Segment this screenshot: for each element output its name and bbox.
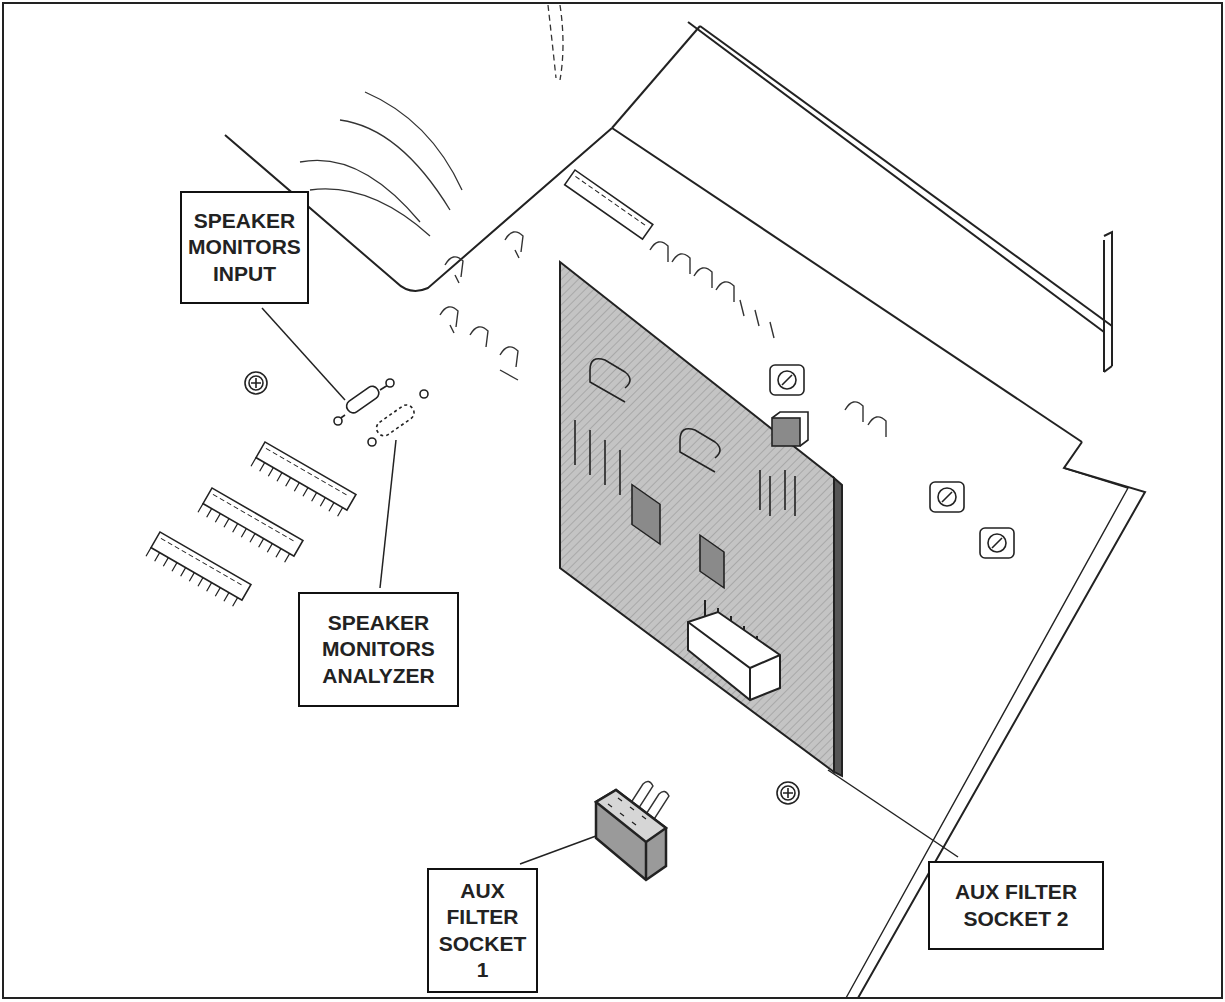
ic-chip-part-part: [151, 532, 251, 600]
frame: [3, 3, 1222, 998]
screw-part: [245, 372, 267, 394]
trimmer-pot-part: [988, 534, 1006, 552]
daughter-card-part: [834, 478, 842, 776]
card-components-part: [632, 485, 660, 545]
socket-1: [596, 790, 666, 880]
callout-box: SPEAKER MONITORS ANALYZER: [298, 592, 459, 707]
socket-2-part: [688, 622, 780, 700]
trimmer-pot-part: [770, 365, 804, 395]
trimmer-pot-part: [782, 375, 792, 385]
ic-chip-part-part: [256, 442, 356, 510]
ic-chip-part-part: [213, 494, 296, 542]
ic-chip-part-part: [565, 170, 653, 239]
leader-line-part: [380, 440, 396, 588]
card-components-part: [760, 470, 795, 516]
ic-chip-part: [565, 170, 653, 239]
speaker-outline: [300, 5, 563, 236]
small-components-part: [500, 347, 518, 380]
speaker-outline-part: [340, 120, 450, 210]
callout-label: SPEAKER MONITORS ANALYZER: [306, 610, 451, 689]
speaker-outline-part: [365, 92, 462, 190]
socket-2: [688, 600, 780, 700]
leader-line-part: [262, 308, 345, 400]
speaker-outline-part: [548, 5, 556, 78]
chassis-wall-part: [1103, 240, 1105, 332]
small-components-part: [505, 232, 523, 258]
board-outline-part: [858, 442, 1145, 998]
small-components-part: [740, 300, 774, 338]
chassis-wall-part: [1104, 366, 1112, 372]
speaker-outline-part: [310, 189, 430, 236]
ic-chip-part-part: [203, 488, 303, 556]
analyzer-resistor-part: [374, 402, 417, 438]
small-components-part: [845, 402, 886, 437]
board-outline-part: [846, 468, 1128, 998]
chassis-wall-part: [1111, 326, 1113, 366]
ic-chip-part-part: [575, 176, 645, 225]
daughter-card-part: [560, 262, 834, 772]
trimmer-pot-part: [992, 538, 1002, 548]
analyzer-resistor: [368, 390, 428, 446]
screw-part: [783, 788, 793, 798]
socket-2-part: [688, 612, 780, 700]
small-components: [440, 232, 886, 827]
trimmer-pot-part: [778, 371, 796, 389]
screw-part: [251, 378, 261, 388]
leader-line: [262, 308, 958, 864]
small-components-part: [445, 257, 463, 283]
leader-line-part: [520, 836, 596, 864]
ic-chip-part: [198, 488, 303, 565]
input-resistor-part: [386, 379, 394, 387]
callout-box: SPEAKER MONITORS INPUT: [180, 191, 309, 304]
card-components-part: [680, 429, 720, 472]
chassis-wall-part: [1104, 232, 1112, 326]
speaker-outline-part: [300, 160, 420, 222]
ic-chip-part: [251, 442, 356, 519]
card-components-part: [700, 535, 724, 588]
small-components-part: [440, 307, 458, 333]
analyzer-resistor-part: [420, 390, 428, 398]
input-resistor-part: [334, 417, 342, 425]
chassis-wall-part: [688, 22, 1104, 332]
frame-part: [3, 3, 1222, 998]
socket-1-part: [596, 790, 666, 842]
card-components-part: [772, 418, 800, 446]
callout-box: AUX FILTER SOCKET 2: [928, 861, 1104, 950]
socket-1-part: [596, 790, 666, 880]
trimmer-pot-part: [930, 482, 964, 512]
callout-label: AUX FILTER SOCKET 2: [936, 879, 1096, 932]
trimmer-pot-part: [938, 488, 956, 506]
screw-part: [249, 376, 263, 390]
callout-label: SPEAKER MONITORS INPUT: [188, 208, 301, 287]
ic-chip-part-part: [266, 448, 349, 496]
analyzer-resistor-part: [368, 438, 376, 446]
trimmer-pot-part: [942, 492, 952, 502]
chassis-wall-part: [1103, 332, 1105, 372]
chassis-wall: [612, 22, 1112, 372]
leader-line-part: [828, 770, 958, 857]
card-components-part: [590, 359, 630, 402]
card-components: [575, 359, 808, 588]
callout-box: AUX FILTER SOCKET 1: [427, 868, 538, 993]
small-components-part: [470, 327, 488, 347]
callout-label: AUX FILTER SOCKET 1: [435, 878, 530, 983]
trimmer-pot-part: [980, 528, 1014, 558]
ic-chip-part: [146, 532, 251, 609]
screw-part: [777, 782, 799, 804]
screw-part: [781, 786, 795, 800]
small-components-part: [650, 242, 734, 302]
card-components-part: [575, 420, 620, 495]
socket-1-part: [608, 798, 646, 825]
chassis-wall-part: [700, 26, 1112, 326]
input-resistor-part: [344, 384, 381, 415]
card-components-part: [772, 412, 808, 446]
socket-1-part: [645, 842, 648, 880]
chassis-wall-part: [612, 26, 700, 128]
speaker-outline-part: [560, 5, 563, 80]
ic-chip-part-part: [161, 538, 244, 586]
daughter-card: [560, 262, 842, 776]
